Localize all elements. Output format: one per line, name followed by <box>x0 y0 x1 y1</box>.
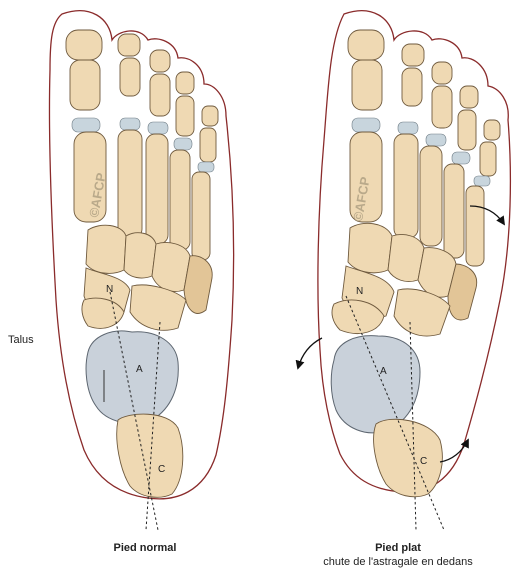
normal-foot-calcaneus <box>117 414 183 497</box>
normal-foot-toes <box>66 30 218 260</box>
flat-foot-calcaneus <box>374 419 443 497</box>
flat-foot-point-n: N <box>356 286 363 297</box>
normal-foot-point-a: A <box>136 364 143 375</box>
normal-foot: ©AFCP N A C Pied normal <box>49 11 233 554</box>
flat-foot-point-a: A <box>380 366 387 377</box>
talus-label: Talus <box>8 334 34 346</box>
pronation-arrow-medial <box>298 338 322 368</box>
flat-foot-caption: Pied plat <box>375 542 421 554</box>
normal-foot-talus <box>86 331 178 424</box>
flat-foot-point-c: C <box>420 456 427 467</box>
flat-foot-subcaption: chute de l'astragale en dedans <box>323 556 473 568</box>
flat-foot: ©AFCP N A C Pied plat chute de l'astraga… <box>298 11 510 568</box>
normal-foot-point-c: C <box>158 464 165 475</box>
flat-foot-talus <box>331 336 420 433</box>
normal-foot-caption: Pied normal <box>114 542 177 554</box>
normal-foot-point-n: N <box>106 284 113 295</box>
